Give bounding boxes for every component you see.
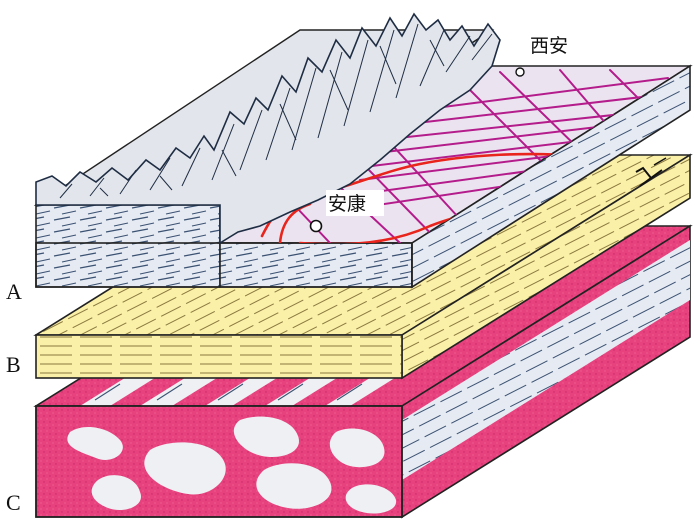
xian-marker — [515, 67, 525, 77]
ankang-label: 安康 — [328, 193, 366, 215]
layer-a — [33, 12, 693, 289]
layer-label-a: A — [6, 279, 22, 304]
xian-label: 西安 — [530, 35, 568, 57]
layer-c-side-bands — [402, 240, 690, 480]
strike-dip-symbol — [635, 157, 667, 187]
layer-c-front-xenoliths — [67, 416, 397, 514]
city-xian: 西安 — [515, 35, 568, 77]
layer-a-right-front — [219, 242, 413, 288]
layer-label-b: B — [6, 352, 21, 377]
ankang-label-bg — [326, 190, 384, 216]
city-ankang: 安康 — [309, 190, 384, 233]
mountain-range — [35, 12, 501, 245]
layer-label-c: C — [6, 490, 21, 515]
mountain-hatching — [59, 23, 493, 199]
layer-b-front — [35, 334, 403, 379]
layer-a-left-front — [35, 204, 221, 288]
ankang-marker — [309, 219, 323, 233]
